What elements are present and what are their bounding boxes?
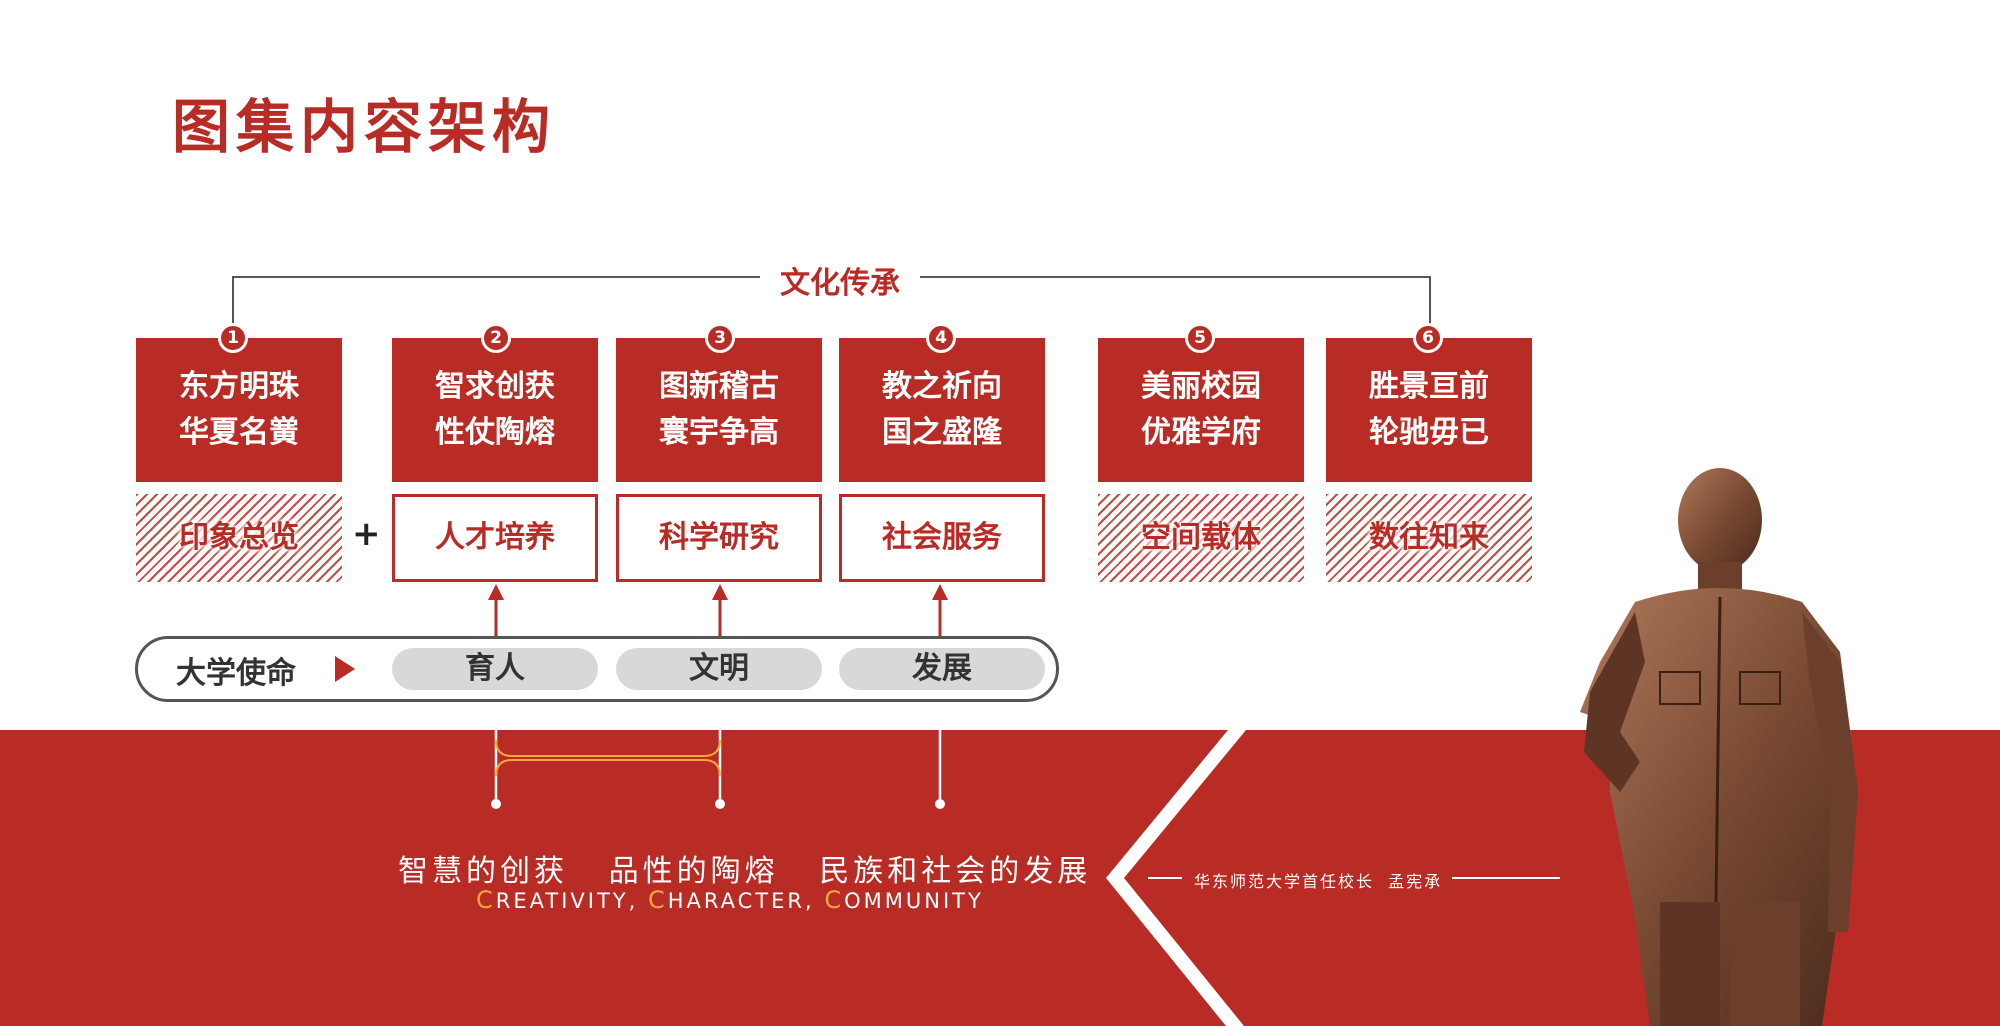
initial-letter: C: [476, 886, 496, 914]
column-card-3: 图新稽古 寰宇争高: [616, 338, 822, 482]
category-label: 印象总览: [179, 520, 299, 555]
card-line-1: 美丽校园: [1141, 369, 1261, 404]
word-rest: REATIVITY,: [495, 889, 648, 913]
card-line-1: 图新稽古: [659, 369, 779, 404]
column-card-1: 东方明珠 华夏名黉: [136, 338, 342, 482]
card-line-2: 优雅学府: [1141, 415, 1261, 450]
column-number-badge: 6: [1413, 323, 1443, 353]
column-number-badge: 2: [481, 323, 511, 353]
column-card-6: 胜景亘前 轮驰毋已: [1326, 338, 1532, 482]
founder-caption: 华东师范大学首任校长 孟宪承: [1194, 872, 1443, 891]
card-line-1: 东方明珠: [179, 369, 299, 404]
column-number-badge: 5: [1185, 323, 1215, 353]
word-rest: OMMUNITY: [844, 889, 984, 913]
category-box-5: 空间载体: [1098, 494, 1304, 582]
values-english: CREATIVITY, CHARACTER, COMMUNITY: [476, 886, 984, 914]
column-card-4: 教之祈向 国之盛隆: [839, 338, 1045, 482]
mission-label: 大学使命: [176, 656, 296, 691]
card-line-2: 性仗陶熔: [435, 415, 555, 450]
plus-sign: +: [352, 514, 381, 554]
card-line-2: 轮驰毋已: [1369, 415, 1489, 450]
triangle-arrow-icon: [335, 656, 355, 682]
page-title: 图集内容架构: [172, 93, 557, 161]
category-box-4: 社会服务: [839, 494, 1045, 582]
mission-pill-1: 育人: [392, 648, 598, 690]
category-box-2: 人才培养: [392, 494, 598, 582]
initial-letter: C: [647, 886, 668, 914]
card-line-2: 国之盛隆: [882, 415, 1002, 450]
column-card-5: 美丽校园 优雅学府: [1098, 338, 1304, 482]
category-box-6: 数往知来: [1326, 494, 1532, 582]
column-number-badge: 1: [218, 323, 248, 353]
card-line-1: 教之祈向: [882, 369, 1002, 404]
values-chinese: 智慧的创获 品性的陶熔 民族和社会的发展: [398, 854, 1092, 889]
category-label: 空间载体: [1141, 520, 1261, 555]
card-line-2: 寰宇争高: [659, 415, 779, 450]
category-label: 数往知来: [1369, 520, 1489, 555]
column-number-badge: 4: [926, 323, 956, 353]
column-card-2: 智求创获 性仗陶熔: [392, 338, 598, 482]
card-line-2: 华夏名黉: [179, 415, 299, 450]
founder-statue-image: [1580, 468, 1858, 1026]
category-box-1: 印象总览: [136, 494, 342, 582]
card-line-1: 胜景亘前: [1369, 369, 1489, 404]
card-line-1: 智求创获: [435, 369, 555, 404]
bracket-label: 文化传承: [760, 258, 920, 302]
category-box-3: 科学研究: [616, 494, 822, 582]
mission-pill-2: 文明: [616, 648, 822, 690]
column-number-badge: 3: [705, 323, 735, 353]
initial-letter: C: [824, 886, 845, 914]
word-rest: HARACTER,: [667, 889, 825, 913]
mission-pill-3: 发展: [839, 648, 1045, 690]
